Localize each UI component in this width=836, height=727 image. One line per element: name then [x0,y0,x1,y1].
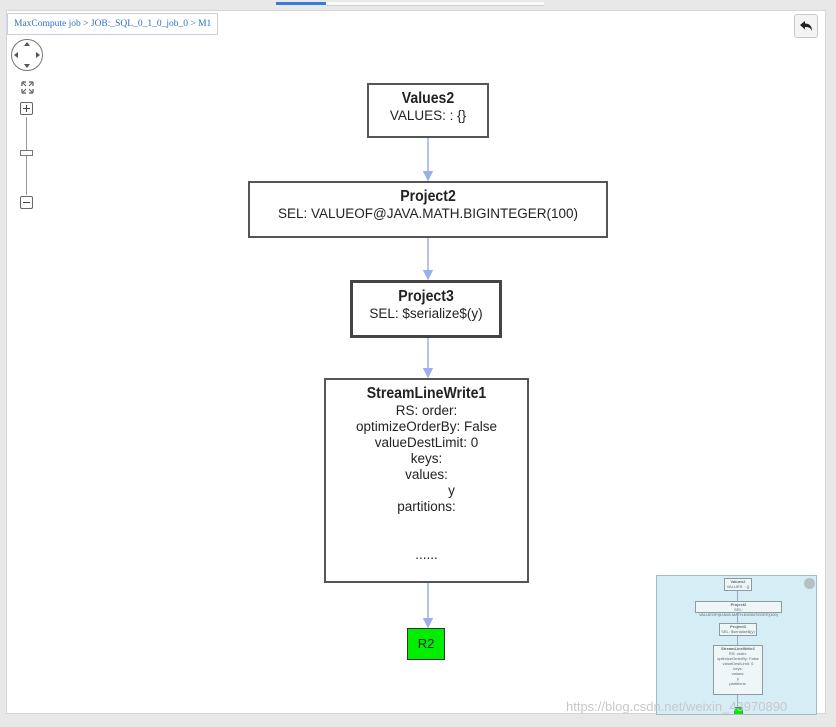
minimap-close-icon[interactable] [804,578,815,589]
minimap-node-detail: y [737,676,739,681]
minimap-node-detail: values: [731,671,745,676]
minimap-edge [737,695,738,707]
node-detail: keys: [410,451,443,466]
minimap-node-title: StreamLineWrite1 [721,646,755,651]
node-detail: SEL: VALUEOF@JAVA.MATH.BIGINTEGER(100) [277,206,579,221]
node-detail: VALUES: : {} [389,108,467,123]
minimap-node-title: Project3 [730,624,746,629]
minimap-edge [737,613,738,623]
node-project3[interactable]: Project3 SEL: $serialize$(y) [350,280,502,338]
back-arrow-icon [800,21,812,31]
active-tab-indicator[interactable] [276,2,326,5]
minimap-node-detail: valueDestLimit: 0 [722,661,754,666]
minimap-sink [734,707,743,714]
node-detail: RS: order: [395,403,458,418]
back-button[interactable] [794,14,818,38]
minimap-node-streamlinewrite1: StreamLineWrite1 RS: order: optimizeOrde… [713,645,763,695]
node-detail: partitions: [397,499,456,514]
node-values2[interactable]: Values2 VALUES: : {} [367,83,489,138]
minimap-node-project3: Project3 SEL: $serialize$(y) [719,623,757,636]
minimap-node-detail: SEL: VALUEOF@JAVA.MATH.BIGINTEGER(100) [698,607,779,617]
minimap-node-project2: Project2 SEL: VALUEOF@JAVA.MATH.BIGINTEG… [695,601,782,617]
node-detail: values: [405,467,448,482]
top-tab-strip [0,0,836,8]
node-title: Project3 [398,288,454,305]
node-detail: y [448,483,455,498]
minimap-node-detail: SEL: $serialize$(y) [721,629,755,634]
node-detail-ellipsis: ...... [415,547,438,562]
sink-node-r2[interactable]: R2 [407,628,445,660]
minimap-edge [737,591,738,601]
zoom-slider-track[interactable] [26,117,27,195]
node-detail: optimizeOrderBy: False [355,419,498,434]
fit-screen-icon[interactable] [21,81,34,94]
minimap[interactable]: Values2 VALUES: : {} Project2 SEL: VALUE… [656,575,817,715]
minimap-node-detail: VALUES: : {} [726,584,750,589]
minimap-edge [737,636,738,645]
node-detail: valueDestLimit: 0 [374,435,479,450]
tab-bar[interactable] [326,2,544,6]
node-title: Values2 [401,90,455,107]
zoom-slider-handle[interactable] [20,150,33,156]
minimap-node-detail: RS: order: [728,651,748,656]
breadcrumb[interactable]: MaxCompute job > JOB:_SQL_0_1_0_job_0 > … [7,13,219,35]
node-detail-spacer [326,515,527,547]
node-title: StreamLineWrite1 [366,385,487,402]
minimap-node-detail: partitions: [729,681,747,686]
node-project2[interactable]: Project2 SEL: VALUEOF@JAVA.MATH.BIGINTEG… [248,181,608,238]
minimap-node-detail: optimizeOrderBy: False [717,656,759,661]
minimap-node-detail: keys: [733,666,743,671]
minimap-node-title: Values2 [730,579,746,584]
minimap-node-values2: Values2 VALUES: : {} [724,578,752,591]
node-detail: SEL: $serialize$(y) [369,306,483,321]
node-streamlinewrite1[interactable]: StreamLineWrite1 RS: order: optimizeOrde… [324,378,529,583]
zoom-out-icon[interactable] [20,196,33,209]
watermark: https://blog.csdn.net/weixin_43970890 [566,699,788,714]
node-title: Project2 [400,188,456,205]
minimap-node-title: Project2 [730,602,747,607]
zoom-in-icon[interactable] [20,102,33,115]
pan-control-icon[interactable] [10,38,44,72]
